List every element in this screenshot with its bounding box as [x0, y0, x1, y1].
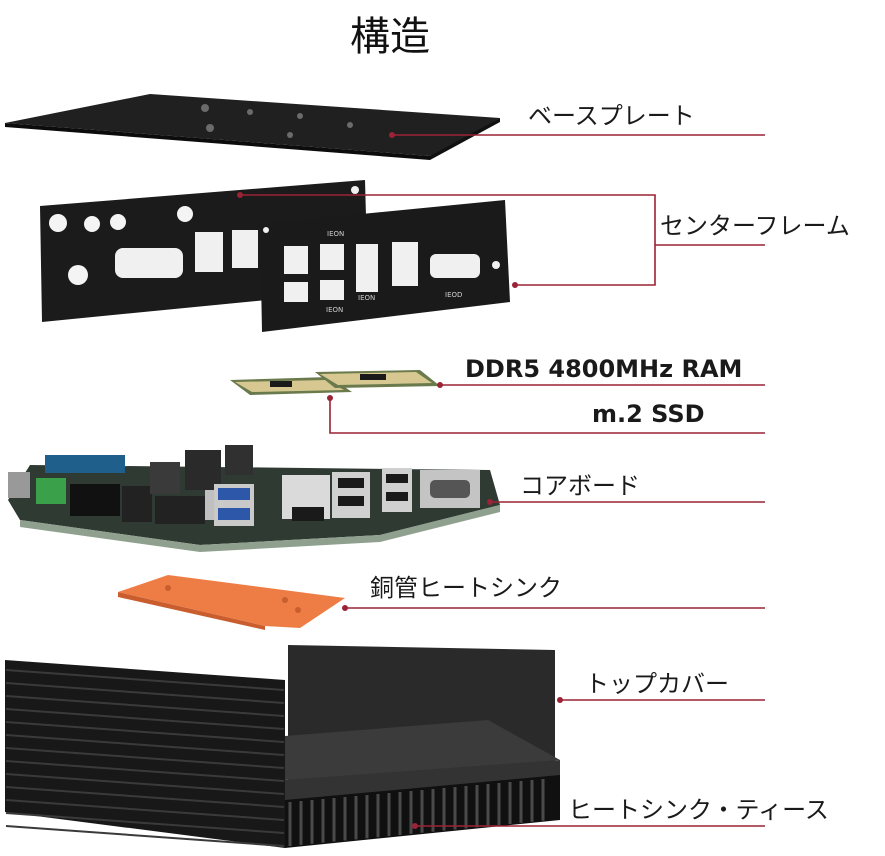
- label-base-plate: ベースプレート: [528, 102, 695, 130]
- io-port-label: IEOD: [445, 291, 462, 299]
- label-heatsink-fins: ヒートシンク・ティース: [568, 796, 829, 824]
- label-ssd: m.2 SSD: [592, 400, 705, 428]
- page-title: 構造: [350, 14, 430, 60]
- side-fin-ridge: [5, 760, 285, 782]
- io-port-label: IEON: [326, 306, 343, 314]
- center-frame-bracket: [240, 194, 656, 286]
- side-fin-ridge: [5, 812, 285, 834]
- core-board-part: [8, 445, 500, 552]
- side-fin-ridge: [5, 682, 285, 704]
- side-fin-ridge: [5, 669, 285, 691]
- label-top-cover: トップカバー: [585, 670, 729, 698]
- memory-modules-part: [230, 370, 440, 395]
- label-center-frame: センターフレーム: [660, 212, 850, 240]
- side-fin-ridge: [5, 773, 285, 795]
- label-copper-heatsink: 銅管ヒートシンク: [370, 574, 562, 602]
- base-plate-part: [5, 94, 500, 160]
- io-port-label: IEON: [358, 294, 375, 302]
- side-fin-ridge: [5, 747, 285, 769]
- side-fin-ridge: [5, 708, 285, 730]
- side-fin-ridge: [5, 799, 285, 821]
- io-port-label: IEON: [327, 230, 344, 238]
- center-frame-io-part: IEON IEON IEON IEOD: [260, 200, 510, 332]
- side-fin-ridge: [5, 695, 285, 717]
- side-fin-ridge: [5, 786, 285, 808]
- label-core-board: コアボード: [520, 472, 640, 500]
- heatsink-fins-part: [5, 669, 545, 847]
- copper-heatsink-part: [118, 575, 345, 630]
- leader-lines: [240, 134, 765, 827]
- label-ram: DDR5 4800MHz RAM: [465, 355, 743, 383]
- top-cover-part: [5, 645, 560, 848]
- leader-dots: [237, 132, 563, 829]
- side-fin-ridge: [5, 734, 285, 756]
- side-fin-ridge: [5, 721, 285, 743]
- side-fin-ridge: [5, 825, 285, 847]
